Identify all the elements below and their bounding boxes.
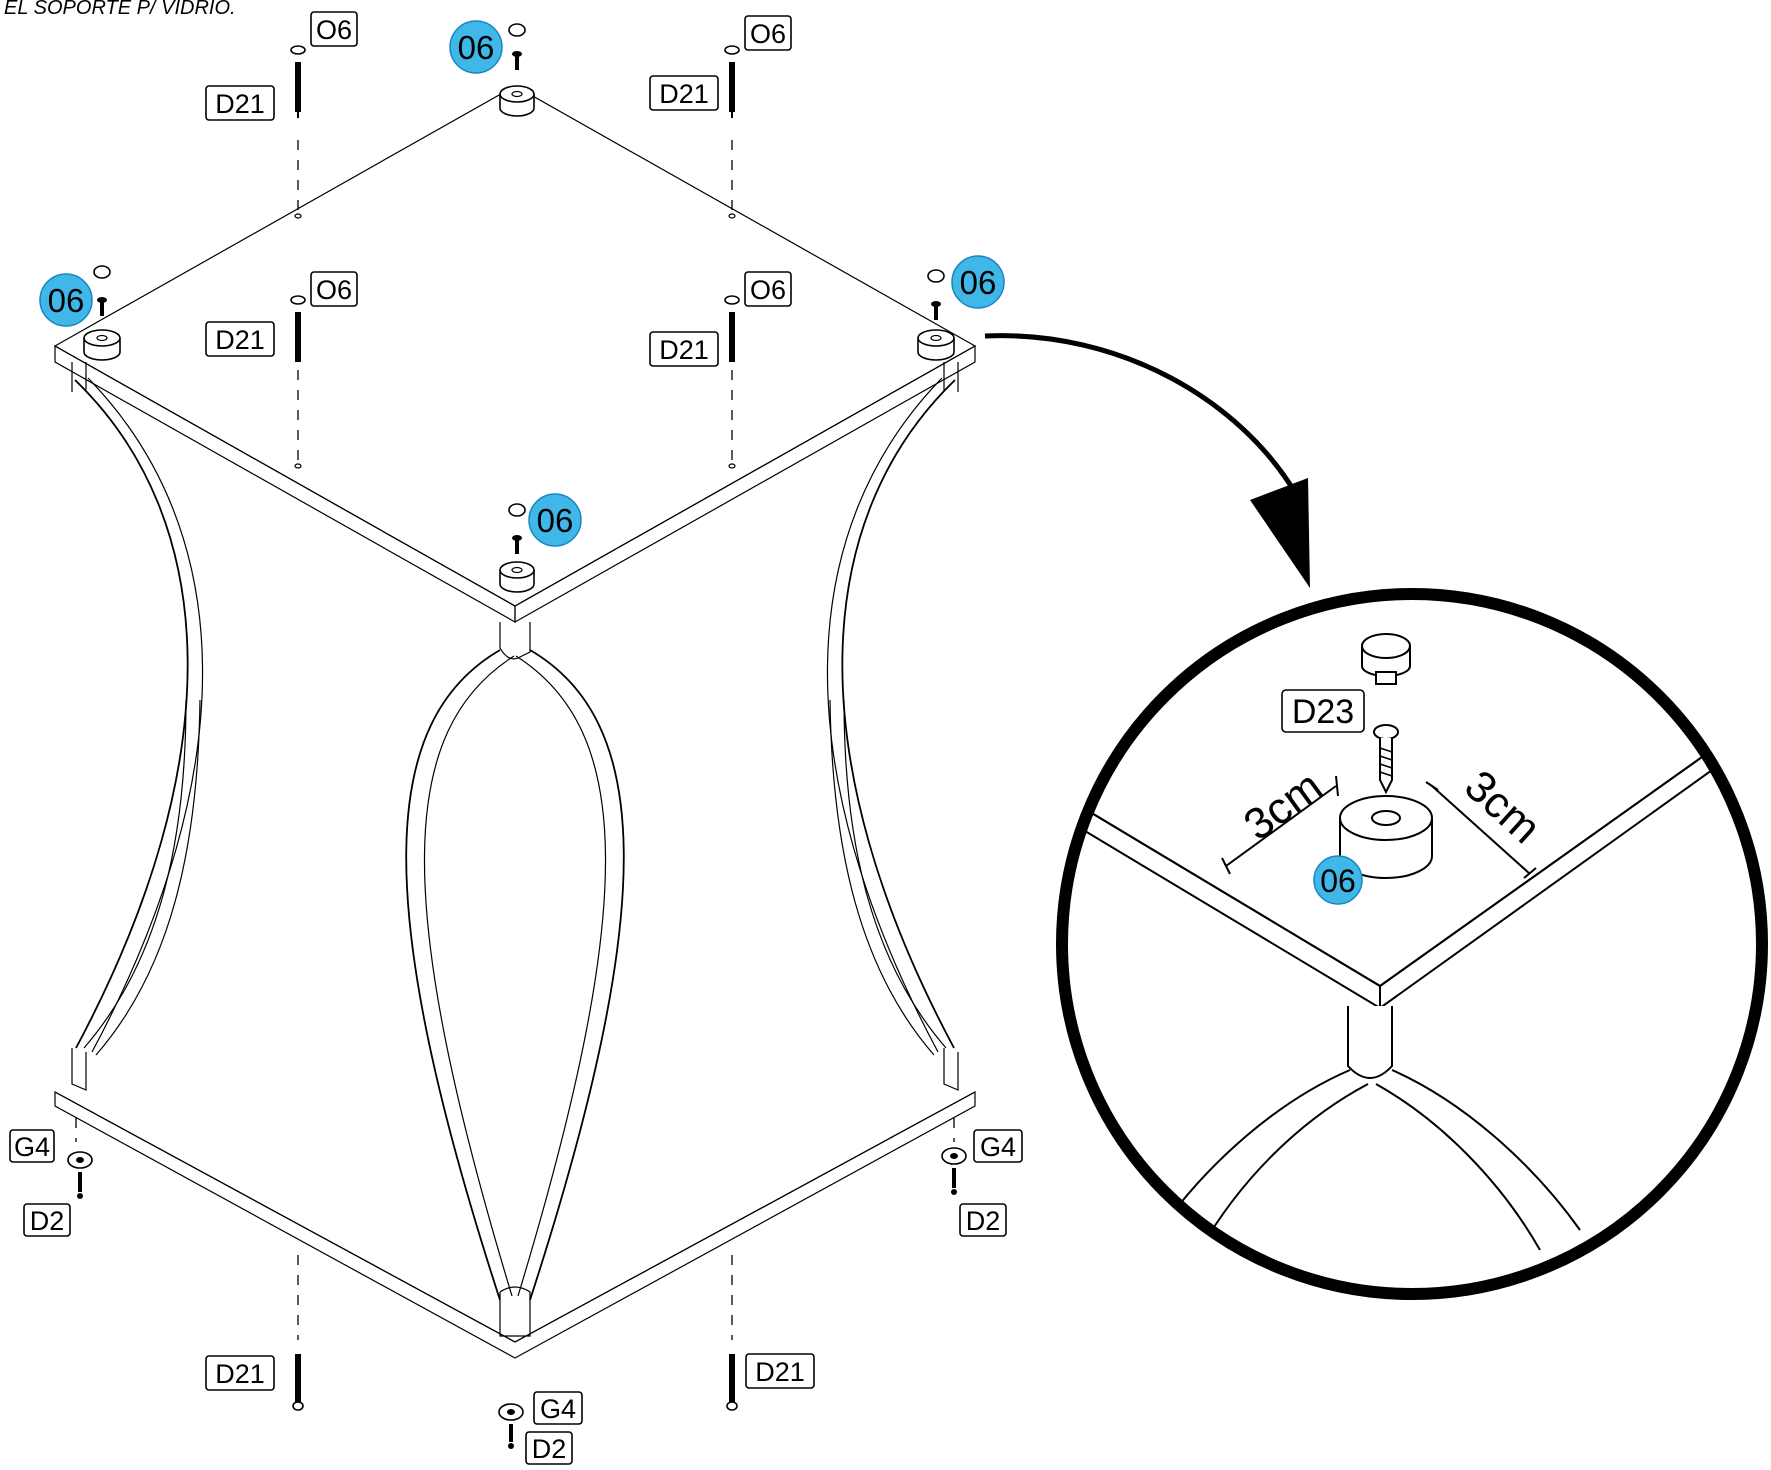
label-o6-top-left: O6 — [310, 11, 358, 47]
detail-view: 3cm 3cm D23 06 — [1056, 588, 1768, 1300]
label-d21-top-left: D21 — [205, 85, 275, 121]
glide-left — [67, 1151, 93, 1199]
cap-right — [927, 269, 945, 320]
screw-tl — [290, 45, 306, 118]
puck-left — [83, 329, 121, 361]
svg-text:D21: D21 — [659, 335, 709, 365]
glide-front — [498, 1403, 524, 1449]
long-screws — [290, 45, 740, 1411]
puck-back — [499, 85, 535, 117]
svg-text:D21: D21 — [215, 1359, 265, 1389]
svg-text:O6: O6 — [750, 19, 786, 49]
callout-arrow — [984, 333, 1310, 588]
screw-ml — [290, 295, 306, 362]
svg-text:06: 06 — [537, 502, 574, 539]
label-d23: D23 — [1281, 689, 1365, 733]
label-o6-top-right: O6 — [744, 15, 792, 51]
bubble-front: 06 — [528, 493, 582, 547]
cap-left — [93, 265, 111, 316]
puck-screws-caps — [93, 23, 945, 554]
label-g4-right: G4 — [973, 1129, 1023, 1163]
dim-right-label: 3cm — [1455, 761, 1550, 853]
label-d21-mid-left: D21 — [205, 321, 275, 357]
svg-text:D2: D2 — [30, 1206, 65, 1236]
glide-right — [941, 1147, 967, 1195]
svg-text:D21: D21 — [755, 1357, 805, 1387]
label-o6-mid-left: O6 — [310, 271, 358, 307]
header-text: EL SOPORTE P/ VIDRIO. — [4, 0, 236, 19]
label-d2-right: D2 — [959, 1203, 1007, 1237]
svg-text:D2: D2 — [966, 1206, 1001, 1236]
dim-left-label: 3cm — [1235, 762, 1331, 851]
floor-glides — [67, 1147, 967, 1449]
label-d2-left: D2 — [23, 1203, 71, 1237]
bubble-right: 06 — [951, 255, 1005, 309]
bubble-detail: 06 — [1313, 855, 1363, 905]
cap-back — [508, 23, 526, 70]
label-d21-top-right: D21 — [649, 75, 719, 111]
cap-front — [508, 503, 526, 554]
label-d2-front: D2 — [525, 1431, 573, 1465]
svg-text:D21: D21 — [215, 325, 265, 355]
puck-right — [917, 329, 955, 361]
svg-text:D21: D21 — [659, 79, 709, 109]
label-g4-left: G4 — [9, 1129, 55, 1163]
label-g4-front: G4 — [533, 1391, 583, 1425]
svg-text:06: 06 — [960, 264, 997, 301]
pilot-holes — [294, 213, 736, 469]
label-o6-mid-right: O6 — [744, 271, 792, 307]
svg-text:D2: D2 — [532, 1434, 567, 1464]
bubble-back: 06 — [449, 20, 503, 74]
svg-text:D21: D21 — [215, 89, 265, 119]
svg-text:06: 06 — [48, 282, 85, 319]
bottom-panel — [54, 1090, 976, 1359]
top-panel — [53, 85, 977, 624]
svg-text:06: 06 — [458, 29, 495, 66]
step-bubbles: 06 06 06 06 — [39, 20, 1005, 547]
label-d21-mid-right: D21 — [649, 331, 719, 367]
svg-text:O6: O6 — [316, 275, 352, 305]
svg-text:D23: D23 — [1292, 693, 1354, 731]
label-d21-bottom-right: D21 — [745, 1353, 815, 1389]
screw-br — [726, 1354, 738, 1411]
svg-text:O6: O6 — [750, 275, 786, 305]
svg-text:G4: G4 — [540, 1394, 576, 1424]
puck-front — [499, 561, 535, 593]
screw-bl — [292, 1354, 304, 1411]
glass-support-pucks — [83, 85, 955, 593]
svg-text:G4: G4 — [980, 1132, 1016, 1162]
bubble-left: 06 — [39, 273, 93, 327]
svg-text:O6: O6 — [316, 15, 352, 45]
frame-legs — [71, 362, 959, 1337]
svg-text:06: 06 — [1320, 863, 1356, 899]
label-d21-bottom-left: D21 — [205, 1355, 275, 1391]
part-labels: O6 O6 O6 O6 D21 D21 D21 D21 D21 D21 G4 G… — [9, 11, 1023, 1465]
screw-tr — [724, 45, 740, 118]
svg-text:G4: G4 — [14, 1132, 50, 1162]
guide-lines — [75, 140, 955, 1340]
screw-mr — [724, 295, 740, 362]
